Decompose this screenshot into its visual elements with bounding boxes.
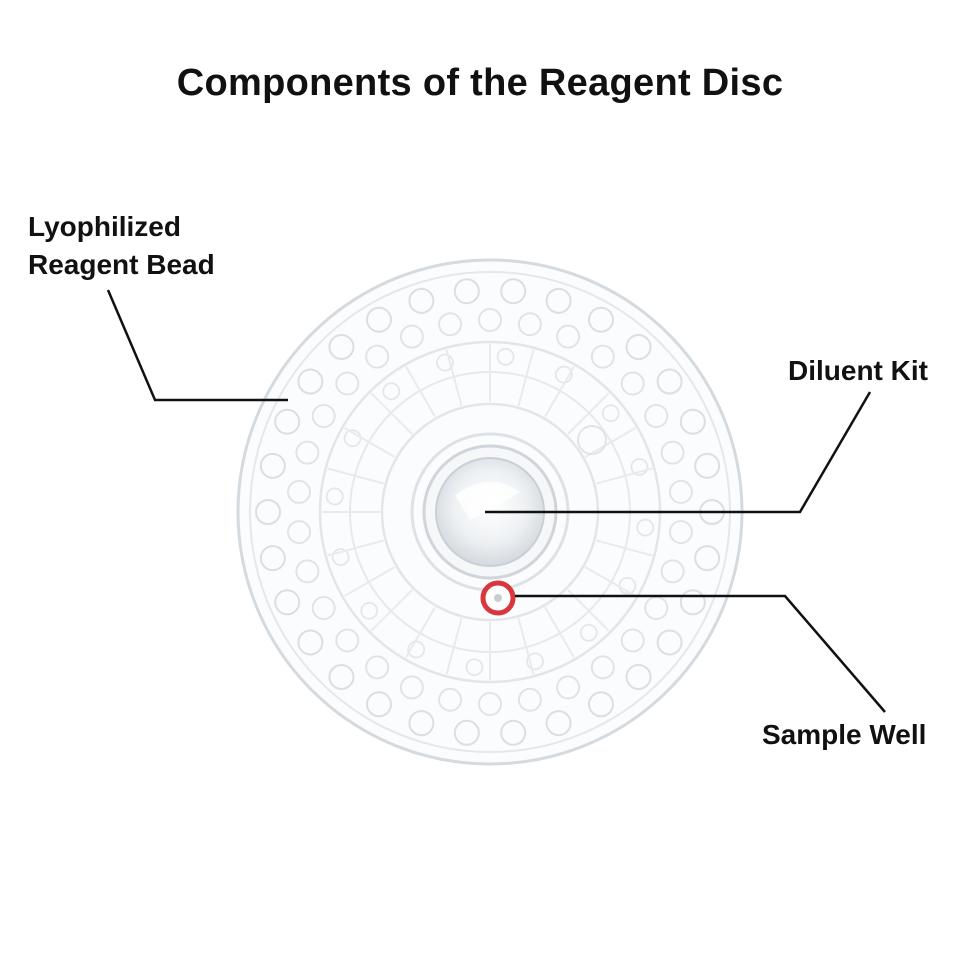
sample-well xyxy=(483,583,513,613)
leader-line-bead xyxy=(108,290,288,400)
sample-well-port xyxy=(494,594,502,602)
